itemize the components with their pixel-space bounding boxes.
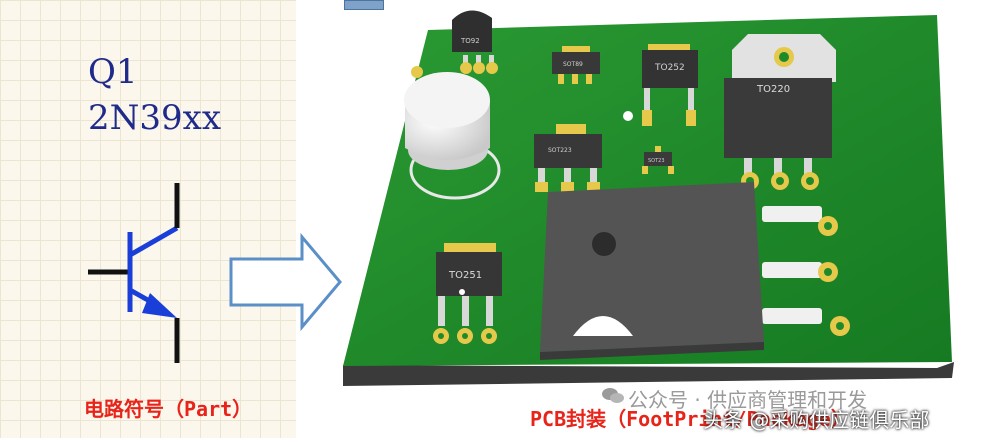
to252-label: TO252 (654, 63, 685, 73)
part-number-label: 2N39xx (88, 98, 221, 138)
watermark-toutiao-account: 头条 @采购供应链俱乐部 (703, 408, 930, 432)
to251-label: TO251 (448, 270, 482, 281)
large-power-component (540, 182, 850, 360)
part-caption: 电路符号（Part） (84, 397, 253, 421)
emitter-arrow (142, 293, 177, 318)
sot23-label: SOT23 (648, 158, 665, 164)
to92-label: TO92 (460, 37, 480, 45)
wechat-icon (602, 388, 624, 403)
pcb-render: TO92 SOT89 TO252 (343, 10, 954, 386)
to-can-component (404, 66, 501, 200)
transistor-symbol (88, 183, 180, 363)
collector-line (128, 225, 179, 258)
to92-component: TO92 (452, 10, 498, 74)
to220-label: TO220 (756, 84, 790, 95)
to220-component: TO220 (724, 34, 836, 190)
sot89-component: SOT89 (552, 46, 600, 84)
board-edge (343, 362, 954, 386)
corner-marker (344, 0, 384, 10)
sot89-label: SOT89 (563, 61, 583, 68)
footprint-caption: PCB封装（FootPrint/Package） (530, 407, 851, 431)
designator-label: Q1 (88, 52, 138, 92)
sot223-component: SOT223 (534, 124, 602, 192)
sot223-label: SOT223 (548, 147, 572, 154)
schematic-panel: Q1 2N39xx 电路符号（Part） (0, 0, 296, 438)
sot23-component: SOT23 (642, 146, 674, 174)
to251-component: TO251 (433, 243, 502, 344)
watermark-wechat-account: 公众号 · 供应商管理和开发 (628, 388, 868, 412)
to252-component: TO252 (623, 44, 698, 126)
conversion-arrow (229, 232, 342, 332)
